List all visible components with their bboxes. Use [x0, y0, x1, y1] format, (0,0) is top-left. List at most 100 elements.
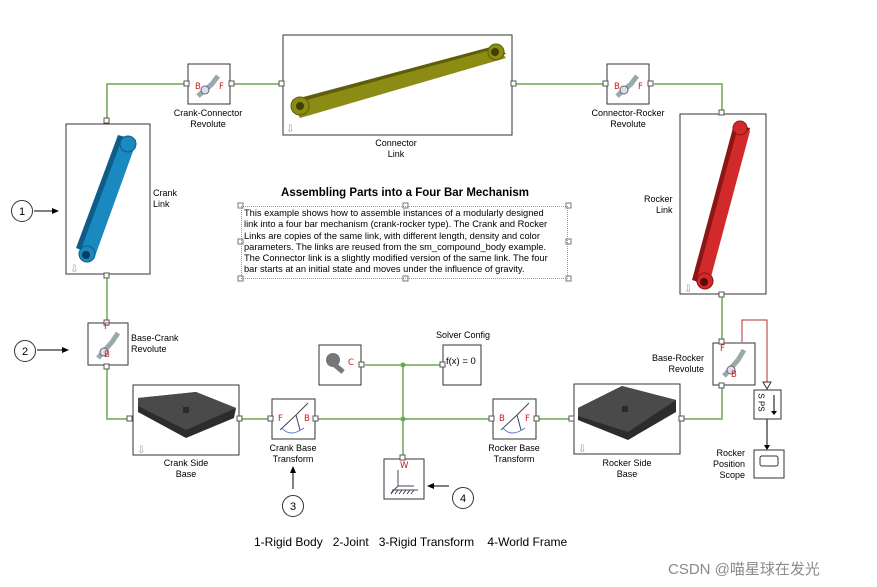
arrow-head [764, 445, 770, 450]
base-rocker-revolute-graphic [712, 342, 756, 386]
label-line: Transform [272, 454, 314, 464]
label-line: Crank Base [269, 443, 317, 453]
ports [103, 80, 725, 461]
label-line: Link [387, 149, 405, 159]
watermark: CSDN @喵星球在发光 [668, 561, 820, 578]
label-line: Base-Rocker [652, 353, 705, 363]
description-line: link into a four bar mechanism (crank-ro… [244, 219, 548, 230]
description-line: The Connector link is a slightly modifie… [244, 253, 548, 264]
port-letter-w: W [400, 461, 409, 471]
label-line: Connector [375, 138, 417, 148]
label-line: Connector-Rocker [591, 108, 665, 118]
arrow-head [762, 381, 772, 391]
solver-equation: f(x) = 0 [446, 356, 476, 367]
wire-rocker-base-to-base-rocker [682, 386, 723, 420]
label-line: Rocker Side [602, 458, 652, 468]
port-letter-f: F [720, 344, 725, 354]
label-line: Transform [493, 454, 535, 464]
port-letter-b: B [499, 414, 505, 424]
label-line: Revolute [610, 119, 646, 129]
callout-2: 2 [14, 340, 36, 362]
label-line: Link [656, 205, 673, 215]
label-line: Rocker Base [488, 443, 540, 453]
rocker-position-scope-label: Rocker Position Scope [713, 448, 745, 481]
port-letter-b: B [614, 82, 620, 92]
callout-3: 3 [282, 495, 304, 517]
crank-link-graphic: ⇩ [65, 123, 151, 275]
connector-rocker-revolute-graphic [606, 63, 650, 105]
scope-graphic [753, 449, 785, 479]
crank-base-transform-label: Crank Base Transform [269, 443, 316, 465]
svg-text:⇩: ⇩ [684, 284, 692, 295]
label-line: Revolute [131, 344, 167, 354]
crank-side-base-graphic: ⇩ [132, 384, 240, 456]
crank-connector-revolute-label: Crank-Connector Revolute [174, 108, 243, 130]
label-line: Scope [719, 470, 746, 480]
port-letter-f: F [638, 82, 643, 92]
label-line: Revolute [668, 364, 705, 374]
note-handles [237, 202, 572, 282]
connector-link-label: Connector Link [375, 138, 417, 160]
label-line: Rocker [716, 448, 746, 458]
label-line: Crank Side [163, 458, 209, 468]
port-letter-f: F [219, 82, 224, 92]
label-line: Crank [153, 188, 178, 198]
crank-link-label: Crank Link [153, 188, 177, 210]
base-rocker-revolute-label: Base-Rocker Revolute [652, 353, 704, 375]
label-line: Position [713, 459, 746, 469]
callout-1: 1 [11, 200, 33, 222]
revolute-joint-icons [87, 63, 756, 386]
wire-connector-rocker-to-rocker [654, 83, 723, 112]
wire-base-crank-to-crank-base [106, 367, 130, 420]
label-line: Base-Crank [131, 333, 179, 343]
rocker-link-label: Rocker Link [644, 194, 673, 216]
description-line: This example shows how to assemble insta… [244, 208, 544, 218]
port-letter-c: C [348, 358, 354, 368]
junction-dot [400, 362, 406, 368]
wire-crank-to-crank-connector [106, 83, 186, 120]
ps-converter-graphic [753, 389, 782, 420]
port-letter-b: B [195, 82, 201, 92]
label-line: Base [175, 469, 197, 479]
ps-converter-label: S PS [756, 393, 766, 412]
label-line: Crank-Connector [173, 108, 243, 118]
rocker-link-graphic: ⇩ [679, 113, 767, 295]
connection-lines [106, 83, 723, 458]
label-line: Revolute [190, 119, 226, 129]
arrow-head [290, 466, 296, 473]
base-crank-revolute-label: Base-Crank Revolute [131, 333, 179, 355]
connector-link-graphic: ⇩ [282, 34, 513, 136]
solver-config-label: Solver Config [435, 330, 491, 340]
arrow-head [52, 208, 59, 214]
legend: 1-Rigid Body 2-Joint 3-Rigid Transform 4… [254, 535, 568, 549]
port-letter-f: F [278, 414, 283, 424]
rocker-side-base-label: Rocker Side Base [602, 458, 651, 480]
svg-text:⇩: ⇩ [578, 444, 586, 455]
description-line: bar starts at an initial state and moves… [244, 264, 525, 275]
junction-dot [400, 416, 406, 422]
solver-config-graphic [318, 344, 482, 386]
svg-text:⇩: ⇩ [137, 445, 145, 456]
description-line: Links are copies of the same link, with … [244, 230, 540, 241]
svg-text:⇩: ⇩ [70, 264, 78, 275]
arrow-head [62, 347, 69, 353]
port-letter-b: B [104, 350, 110, 360]
world-frame-graphic [383, 458, 425, 500]
description-note[interactable]: This example shows how to assemble insta… [241, 206, 568, 279]
rocker-base-transform-label: Rocker Base Transform [488, 443, 540, 465]
rigid-transform-icons [271, 398, 537, 440]
label-line: Base [616, 469, 638, 479]
crank-connector-revolute-graphic [187, 63, 231, 105]
port-letter-b: B [304, 414, 310, 424]
rocker-side-base-graphic: ⇩ [573, 383, 681, 455]
label-line: Link [153, 199, 170, 209]
description-line: parameters. The links are reused from th… [244, 241, 547, 252]
crank-side-base-label: Crank Side Base [164, 458, 209, 480]
connector-rocker-revolute-label: Connector-Rocker Revolute [591, 108, 664, 130]
sensing-line [741, 319, 768, 383]
port-letter-f: F [525, 414, 530, 424]
port-letter-f: F [104, 322, 109, 332]
diagram-title: Assembling Parts into a Four Bar Mechani… [281, 187, 529, 199]
svg-text:⇩: ⇩ [286, 124, 294, 135]
